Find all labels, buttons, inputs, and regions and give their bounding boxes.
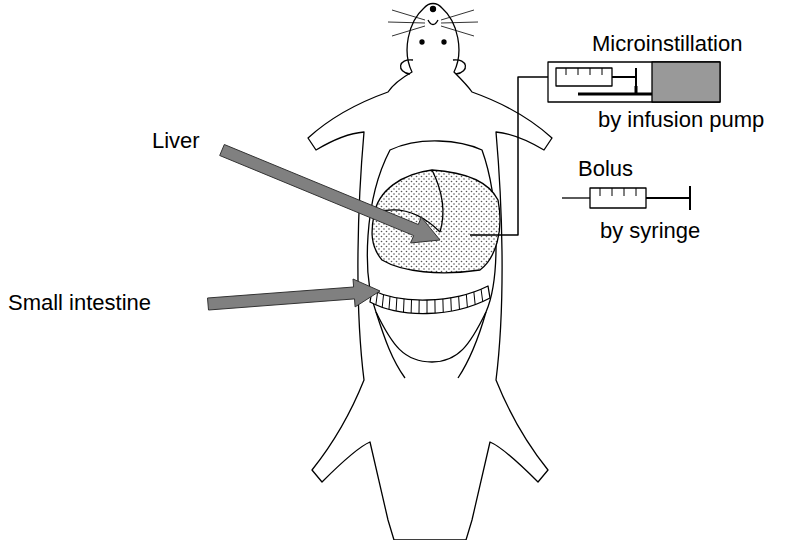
intestine-segments <box>376 289 483 313</box>
bolus-syringe-barrel <box>590 188 646 208</box>
graduation <box>624 188 625 196</box>
skin-flap <box>376 312 486 378</box>
graduation <box>602 68 603 75</box>
intestine-segment <box>418 300 419 313</box>
graduation <box>578 68 579 75</box>
graduation <box>612 188 613 196</box>
bolus-syringe-plunger <box>646 186 690 210</box>
mouse-mouth <box>428 20 438 25</box>
infusion-pump <box>548 62 720 102</box>
organ-label: Small intestine <box>8 290 151 316</box>
graduation <box>566 68 567 75</box>
pointer-arrow <box>220 145 440 244</box>
method-label: Microinstillation <box>592 31 742 57</box>
whiskers <box>388 10 478 36</box>
intestine-segment <box>376 292 378 304</box>
method-note: by syringe <box>600 218 700 244</box>
intestine-segment <box>442 299 443 312</box>
intestine-segment <box>434 300 435 313</box>
organ-label: Liver <box>152 128 200 154</box>
intestine-segment <box>466 294 467 307</box>
intestine-segment <box>458 296 460 309</box>
mouse-ear <box>453 60 465 74</box>
mouse-nose <box>431 7 436 12</box>
small-intestine <box>370 286 490 314</box>
bolus-needle <box>562 197 590 198</box>
method-note: by infusion pump <box>598 107 764 133</box>
intestine-segment <box>382 295 383 308</box>
pump-syringe-plunger <box>612 68 636 86</box>
pointer-arrows <box>208 145 441 311</box>
intestine-segment <box>450 298 452 311</box>
intestine-segment <box>389 296 390 309</box>
intestine-segment <box>427 300 428 314</box>
intestine-segment <box>474 292 475 305</box>
pointer-arrow <box>208 279 381 310</box>
mouse-ear <box>401 60 413 74</box>
method-label: Bolus <box>578 156 633 182</box>
graduation <box>590 68 591 75</box>
graduation <box>636 188 637 196</box>
pump-motor-block <box>652 62 720 102</box>
intestine-segment <box>481 289 483 301</box>
mouse-body <box>308 4 552 540</box>
intestine-segment <box>396 298 398 311</box>
infusion-tube <box>470 77 556 235</box>
intestine-segment <box>403 299 405 312</box>
graduation <box>600 188 601 196</box>
pump-syringe-barrel <box>556 68 612 86</box>
mouse-eye <box>442 40 446 44</box>
intestine-segment <box>411 300 412 313</box>
pump-pusher-rod <box>578 86 652 94</box>
mouse-eye <box>420 40 424 44</box>
